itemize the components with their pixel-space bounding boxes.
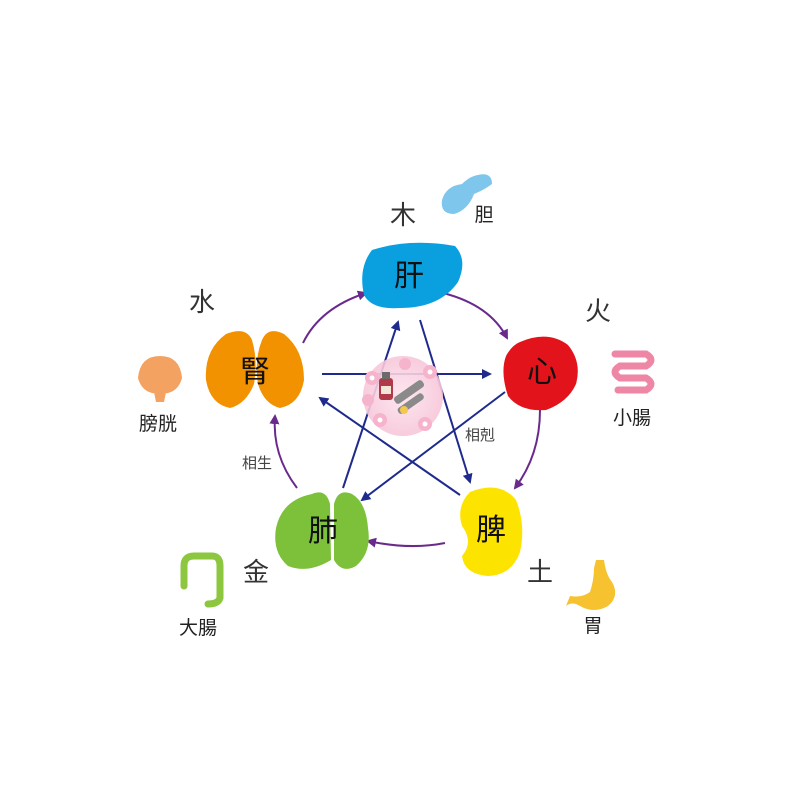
element-metal-label: 金 (243, 558, 269, 588)
arrow-spleen-to-kidney (318, 396, 461, 496)
element-wood-label: 木 (390, 201, 416, 231)
spleen-label: 脾 (476, 513, 506, 548)
kidney-shape-left (205, 331, 256, 408)
lung-shape-right (334, 492, 369, 569)
lung-shape (275, 492, 331, 569)
generating-cycle (269, 290, 541, 548)
generating-cycle-label: 相生 (242, 454, 272, 472)
element-earth-label: 土 (527, 558, 553, 588)
arrow-spleen-to-lung (366, 537, 446, 548)
arrow-lung-to-kidney (269, 414, 298, 489)
arrow-kidney-to-liver (302, 290, 368, 344)
liver-shape (362, 242, 463, 309)
small-intestine-label: 小腸 (613, 407, 651, 429)
kidney-shape-right (256, 331, 304, 408)
bladder-group: 膀胱 (138, 356, 182, 435)
large-intestine-label: 大腸 (179, 617, 217, 639)
arrow-heart-to-lung (360, 391, 506, 502)
arrow-liver-to-heart (442, 292, 508, 340)
heart-label: 心 (527, 355, 557, 390)
arrow-liver-to-spleen (419, 319, 473, 484)
lung-node: 肺 金 (243, 492, 369, 588)
kidney-label: 腎 (240, 355, 270, 390)
liver-label: 肝 (394, 259, 424, 294)
element-fire-label: 火 (585, 297, 611, 327)
controlling-cycle (318, 319, 506, 502)
stomach-icon (566, 560, 616, 610)
large-intestine-icon (180, 552, 224, 608)
spleen-shape (460, 487, 523, 576)
bladder-icon (138, 356, 182, 394)
spleen-node: 脾 土 (460, 487, 553, 588)
element-water-label: 水 (189, 288, 215, 318)
heart-node: 心 火 (503, 297, 611, 411)
lung-label: 肺 (308, 514, 338, 549)
herbal-medicine-icon (362, 356, 443, 436)
small-intestine-group: 小腸 (611, 350, 655, 429)
liver-node: 肝 木 (362, 201, 463, 309)
gallbladder-label: 胆 (474, 204, 493, 226)
controlling-cycle-label: 相剋 (465, 426, 495, 444)
arrow-heart-to-spleen (513, 409, 541, 490)
small-intestine-icon (611, 350, 655, 394)
heart-shape (503, 336, 578, 411)
bladder-label: 膀胱 (139, 413, 177, 435)
stomach-label: 胃 (583, 615, 602, 637)
stomach-group: 胃 (566, 560, 616, 637)
gallbladder-icon (441, 174, 492, 214)
gallbladder-group: 胆 (441, 174, 494, 226)
kidney-node: 腎 水 (189, 288, 304, 408)
large-intestine-group: 大腸 (179, 552, 224, 639)
bladder-icon-neck (154, 392, 166, 402)
